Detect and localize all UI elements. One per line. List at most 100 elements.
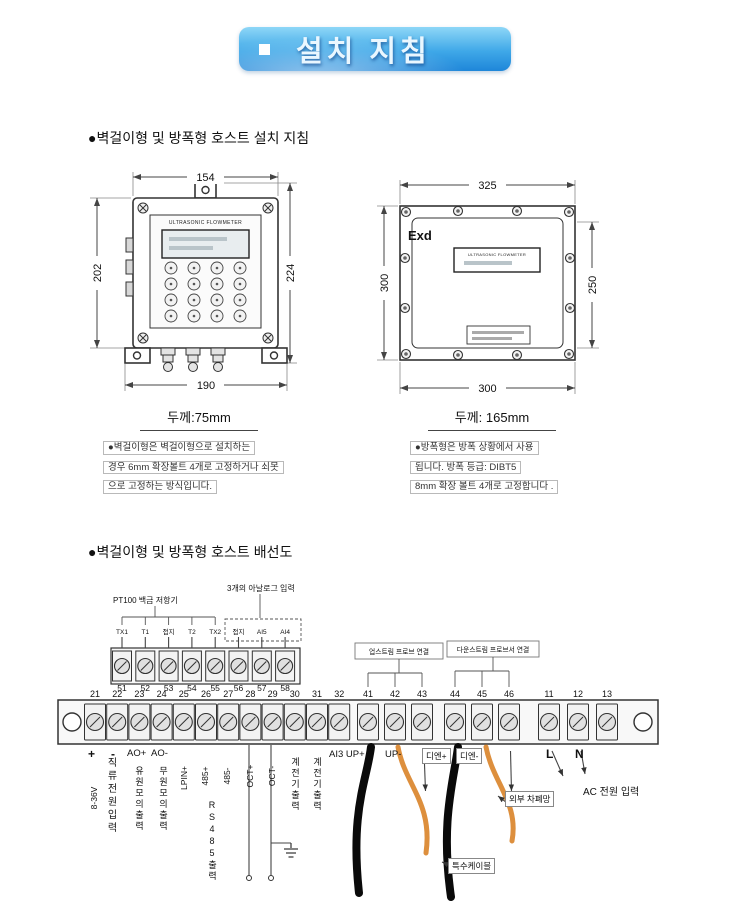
terminal-11: 11 — [538, 689, 560, 741]
terminal-46: 46 — [498, 689, 520, 741]
terminal-54: 54 — [181, 637, 202, 693]
page-title: 설치 지침 — [296, 36, 431, 68]
rs485-plus-label: 485+ — [200, 766, 210, 786]
svg-text:58: 58 — [280, 683, 290, 693]
downstream-ground-arrow — [508, 750, 515, 792]
terminal-21: 21 — [84, 689, 106, 741]
svg-text:31: 31 — [312, 689, 322, 699]
mount-hole-right — [633, 712, 653, 732]
mount-hole-left — [62, 712, 82, 732]
banner-square-icon — [259, 43, 270, 55]
terminal-42: 42 — [384, 689, 406, 741]
rs485-output-label: RS485출력 — [207, 800, 217, 882]
svg-text:56: 56 — [234, 683, 244, 693]
exd-marking: Exd — [408, 228, 432, 243]
ac-neutral-arrow — [580, 750, 587, 775]
terminal-53: 53 — [158, 637, 179, 693]
svg-text:21: 21 — [90, 689, 100, 699]
terminal-13: 13 — [596, 689, 618, 741]
svg-text:11: 11 — [544, 689, 553, 699]
terminal-28: 28 — [239, 689, 262, 741]
note-line: ●방폭형은 방폭 상황에서 사용 — [410, 441, 539, 455]
terminal-30: 30 — [283, 689, 306, 741]
terminal-29: 29 — [261, 689, 284, 741]
dc-power-label: 직류전원입력 — [105, 757, 116, 835]
sensor-pin-label: 접지 — [163, 627, 175, 636]
terminal-51: 51 — [112, 637, 132, 693]
svg-text:23: 23 — [134, 689, 144, 699]
svg-text:22: 22 — [112, 689, 122, 699]
svg-text:57: 57 — [257, 683, 267, 693]
ao-minus-label: AO- — [151, 748, 168, 759]
svg-text:12: 12 — [573, 689, 583, 699]
ac-line-label: L — [546, 747, 554, 761]
sensor-pin-label: TX1 — [116, 629, 128, 636]
svg-text:41: 41 — [363, 689, 373, 699]
svg-text:325: 325 — [478, 180, 496, 192]
terminal-22: 22 — [106, 689, 129, 741]
svg-text:224: 224 — [285, 264, 297, 282]
dimension-300-left: 300 — [377, 206, 391, 360]
svg-text:52: 52 — [141, 683, 151, 693]
title-banner: 설치 지침 — [239, 27, 511, 71]
terminal-57: 57 — [251, 637, 272, 693]
explosion-proof-drawing: Exd ULTRASONIC FLOWMETER 325 300 250 300 — [377, 178, 599, 395]
note-line: 됩니다. 방폭 등급: DIBT5 — [410, 460, 522, 474]
svg-text:55: 55 — [210, 683, 220, 693]
oct-plus-label: OCT+ — [245, 764, 255, 788]
svg-text:27: 27 — [223, 689, 233, 699]
relay-output-label-1: 계전기출력 — [290, 757, 300, 812]
svg-text:54: 54 — [187, 683, 197, 693]
downstream-bracket — [454, 657, 510, 687]
svg-text:24: 24 — [157, 689, 167, 699]
svg-text:300: 300 — [478, 383, 496, 395]
svg-text:53: 53 — [164, 683, 174, 693]
sensor-pin-label: T2 — [188, 629, 196, 636]
terminal-24: 24 — [150, 689, 173, 741]
rs485-minus-label: 485- — [222, 767, 232, 785]
dimension-202: 202 — [90, 198, 104, 348]
svg-text:190: 190 — [197, 380, 215, 392]
pt100-label: PT100 백금 저항기 — [113, 595, 178, 605]
terminal-43: 43 — [411, 689, 433, 741]
terminal-25: 25 — [172, 689, 195, 741]
terminal-32: 32 — [328, 689, 351, 741]
explosion-proof-note: ●방폭형은 방폭 상황에서 사용 됩니다. 방폭 등급: DIBT5 8mm 확… — [410, 438, 559, 497]
up-minus-label: UP- — [385, 749, 402, 760]
dimension-250-right: 250 — [585, 222, 599, 348]
ac-neutral-label: N — [575, 747, 584, 761]
analog-pin-label: 접지 — [233, 627, 245, 636]
cable-glands — [160, 347, 226, 372]
upstream-shield-wire — [395, 744, 430, 856]
dimension-325: 325 — [400, 178, 575, 192]
dimension-154: 154 — [133, 170, 278, 184]
terminal-45: 45 — [471, 689, 493, 741]
install-section-heading: ●벽걸이형 및 방폭형 호스트 설치 지침 — [88, 130, 310, 146]
downstream-label: 다운스트림 프로브서 연결 — [457, 645, 530, 654]
svg-text:28: 28 — [245, 689, 255, 699]
svg-text:29: 29 — [268, 689, 278, 699]
side-connector — [125, 281, 134, 297]
sensor-pin-label: TX2 — [209, 629, 221, 636]
svg-text:154: 154 — [196, 172, 214, 184]
side-connector — [125, 259, 134, 275]
lcd-display — [161, 229, 250, 259]
wall-thickness-label: 두께:75mm — [140, 407, 258, 431]
explosion-proof-body: Exd ULTRASONIC FLOWMETER — [399, 205, 576, 361]
corner-screws — [137, 202, 274, 344]
svg-text:51: 51 — [117, 683, 127, 693]
ai3-up-plus-label: AI3 UP+ — [329, 749, 365, 760]
dimension-300-bottom: 300 — [400, 381, 575, 395]
dn-minus-box: 디엔- — [456, 748, 483, 764]
dimension-extensions — [377, 180, 599, 394]
note-line: ●벽걸이형은 벽걸이형으로 설치하는 — [103, 441, 256, 455]
terminal-44: 44 — [444, 689, 466, 741]
oct-wiring — [246, 745, 298, 881]
device-brand-text: ULTRASONIC FLOWMETER — [468, 252, 526, 257]
external-shield-box: 외부 차폐망 — [505, 791, 555, 807]
dc-voltage-label: 8-36V — [89, 786, 99, 810]
keypad — [164, 261, 247, 323]
